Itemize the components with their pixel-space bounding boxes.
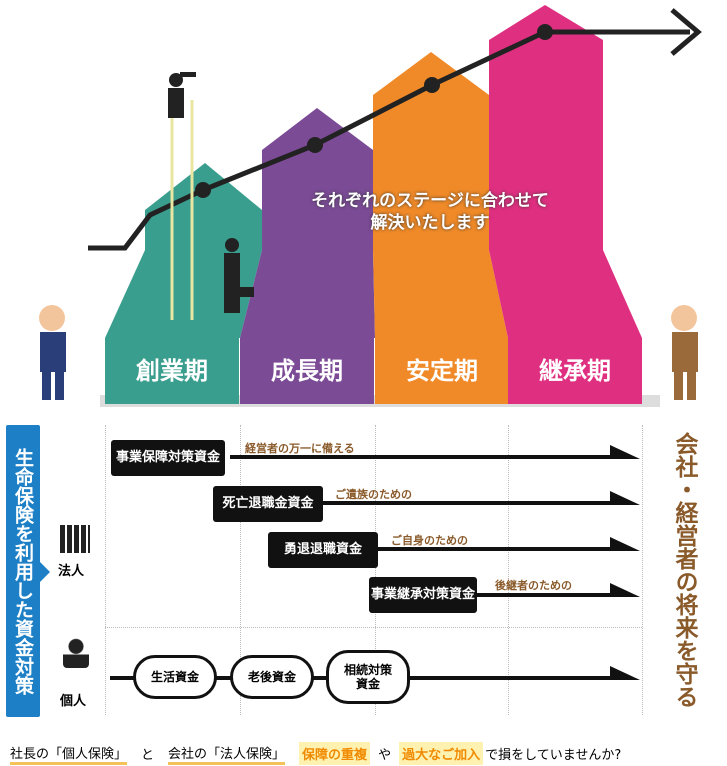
right-banner: 会社・経営者の将来を守る: [671, 432, 697, 708]
corporate-label: 法人: [58, 564, 85, 579]
personal-label: 個人: [60, 694, 87, 709]
banner-pointer: [40, 562, 50, 582]
footer-message: 社長の「個人保険」 と 会社の「法人保険」 保障の重複 や 過大なご加入 で損を…: [10, 742, 621, 765]
house-orange: [373, 52, 508, 338]
headline: それぞれのステージに合わせて解決いたします: [311, 191, 549, 233]
growth-line: [88, 29, 690, 251]
house-teal: [105, 163, 262, 338]
fund-succession: 事業継承対策資金: [369, 577, 477, 613]
house-purple: [240, 108, 375, 338]
person-thinking-icon: [224, 238, 254, 313]
fund-inheritance: 相続対策 資金: [326, 650, 410, 704]
building-icon: [60, 525, 90, 553]
stage-succession: 継承期: [508, 338, 642, 404]
stage-founding: 創業期: [105, 338, 239, 404]
businessman-right-icon: [671, 305, 698, 400]
ladder-icon: [170, 100, 194, 320]
fund-retirement: 勇退退職資金: [268, 532, 378, 568]
fund-retirement-personal: 老後資金: [230, 655, 314, 699]
businessman-left-icon: [39, 305, 66, 400]
fund-death-retirement: 死亡退職金資金: [213, 486, 323, 522]
stage-stable: 安定期: [375, 338, 509, 404]
growth-illustration: [39, 5, 702, 407]
house-magenta: [489, 5, 642, 338]
fund-living: 生活資金: [133, 655, 217, 699]
left-banner: 生命保険を利用した資金対策: [6, 425, 40, 717]
arrow-head-icon: [670, 8, 702, 56]
person-telescope-icon: [168, 72, 196, 118]
fund-business-security: 事業保障対策資金: [111, 440, 225, 476]
person-icon: [63, 638, 89, 668]
stage-growth: 成長期: [240, 338, 374, 404]
